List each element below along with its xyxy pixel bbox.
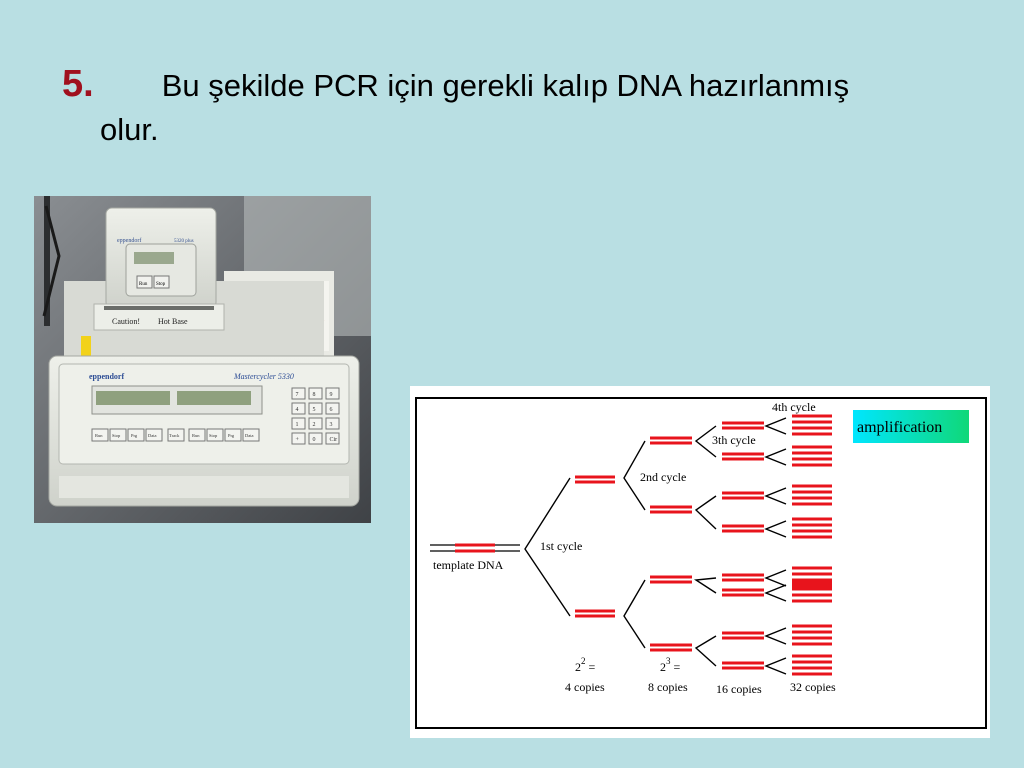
strand-c3-5 [722, 588, 764, 597]
keypad-key [308, 387, 323, 400]
cycle-4-label: 4th cycle [772, 400, 816, 414]
slide-title: 5. Bu şekilde PCR için gerekli kalıp DNA … [62, 62, 982, 152]
keypad-key [325, 387, 340, 400]
strand-c3-3 [722, 524, 764, 533]
slide-number: 5. [62, 63, 94, 105]
keypad-key [325, 402, 340, 415]
strand-c4-7 [792, 654, 832, 676]
top-key-run: Run [139, 282, 148, 287]
keypad-key [291, 402, 306, 415]
strand-c2-2 [650, 575, 692, 584]
template-dna [430, 543, 520, 553]
thermocycler-photo: eppendorf 5320 plus Run Stop Caution! Ho… [34, 196, 371, 523]
strand-c3-2 [722, 491, 764, 500]
key-prg: Prg [131, 433, 138, 438]
keypad-key-label: 5 [313, 407, 316, 413]
keypad-key [291, 432, 306, 445]
amplification-box [853, 410, 969, 443]
key-stop: Stop [112, 433, 121, 438]
keypad-key-label: 7 [296, 392, 299, 398]
keypad-key-label: Cir [330, 437, 338, 443]
eq8: 23 = [660, 656, 681, 674]
key-stop-2: Stop [209, 433, 218, 438]
caution-label: Caution! [112, 317, 140, 326]
keypad-key [325, 432, 340, 445]
strand-c3-4 [722, 573, 764, 582]
key-data-2: Data [245, 433, 254, 438]
branch-arrows [524, 417, 787, 675]
strand-c4-5 [792, 581, 832, 603]
strand-c4-1 [792, 445, 832, 467]
keypad-key-label: 1 [296, 422, 299, 428]
strand-c2-3 [650, 643, 692, 652]
top-brand: eppendorf [117, 237, 141, 244]
keypad-key-label: 9 [330, 392, 333, 398]
keypad-key [308, 432, 323, 445]
strand-c3-1 [722, 452, 764, 461]
keypad-key-label: 6 [330, 407, 333, 413]
strand-c4-3 [792, 517, 832, 539]
key-data: Data [148, 433, 157, 438]
keypad-key-label: 0 [313, 437, 316, 443]
top-model: 5320 plus [174, 239, 194, 244]
cycle-3-label: 3th cycle [712, 433, 756, 447]
strand-c4-2 [792, 484, 832, 506]
strand-c2-0 [650, 436, 692, 445]
keypad-key-label: 3 [330, 422, 333, 428]
top-key-stop: Stop [156, 282, 166, 287]
eq4: 22 = [575, 656, 596, 674]
strand-c2-1 [650, 505, 692, 514]
main-model: Mastercycler 5330 [233, 372, 294, 381]
key-prg-2: Prg [228, 433, 235, 438]
dna-strands [430, 414, 832, 676]
hot-base-label: Hot Base [158, 317, 188, 326]
keypad-key [325, 417, 340, 430]
cycle-1-label: 1st cycle [540, 539, 582, 553]
copies-8-label: 8 copies [648, 680, 688, 694]
title-line1: Bu şekilde PCR için gerekli kalıp DNA ha… [161, 68, 850, 103]
cycle-2-label: 2nd cycle [640, 470, 686, 484]
keypad-key-label: 2 [313, 422, 316, 428]
amplification-label: amplification [857, 419, 942, 436]
keypad-key-label: 4 [296, 407, 299, 413]
strand-c1-1 [575, 609, 615, 618]
keypad-key [291, 387, 306, 400]
key-run-2: Run [192, 433, 200, 438]
keypad-key [308, 417, 323, 430]
pcr-diagram: amplification template DNA 1st cycle 2nd… [410, 386, 990, 738]
keypad-key-label: 8 [313, 392, 316, 398]
key-run: Run [95, 433, 103, 438]
strand-c3-7 [722, 661, 764, 670]
keypad: 7 8 9 4 5 6 1 2 3 +0 Cir [291, 387, 340, 445]
main-brand: eppendorf [89, 372, 124, 381]
keypad-key-label: + [296, 437, 300, 443]
strand-c3-6 [722, 631, 764, 640]
keypad-key [308, 402, 323, 415]
strand-c3-0 [722, 421, 764, 430]
key-track: Track [169, 433, 180, 438]
strand-c4-4 [792, 566, 832, 588]
strand-c4-0 [792, 414, 832, 436]
keypad-key [291, 417, 306, 430]
copies-32-label: 32 copies [790, 680, 836, 694]
strand-c1-0 [575, 475, 615, 484]
title-line2: olur. [100, 112, 159, 147]
strand-c4-6 [792, 624, 832, 646]
copies-16-label: 16 copies [716, 682, 762, 696]
copies-4-label: 4 copies [565, 680, 605, 694]
template-dna-label: template DNA [433, 558, 504, 572]
